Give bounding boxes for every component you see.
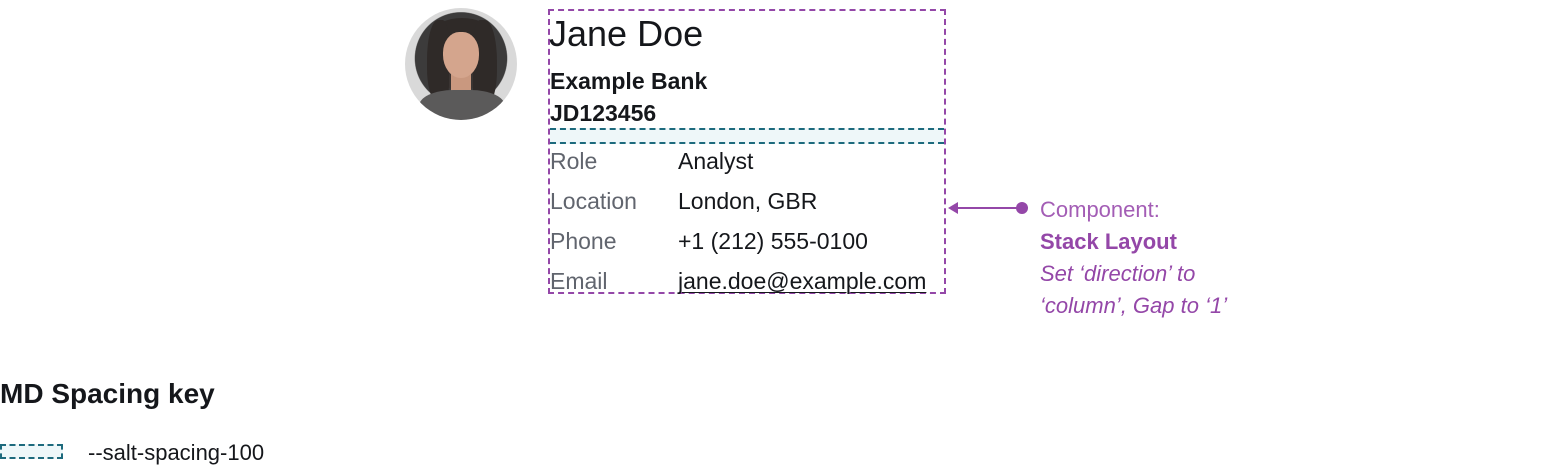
field-label: Phone	[550, 228, 617, 254]
annotation-component: Stack Layout	[1040, 229, 1177, 254]
annotation-dot-icon	[1016, 202, 1028, 214]
annotation-note-line1: Set ‘direction’ to	[1040, 261, 1196, 286]
avatar-body	[419, 90, 505, 120]
arrow-left-icon	[948, 202, 958, 214]
avatar-face	[443, 32, 479, 78]
annotation-prefix: Component:	[1040, 197, 1160, 222]
profile-id: JD123456	[550, 100, 657, 126]
field-value: Analyst	[678, 148, 754, 174]
profile-name: Jane Doe	[549, 13, 704, 54]
annotation-arrow-line	[950, 207, 1022, 209]
field-label: Email	[550, 268, 608, 294]
profile-organization: Example Bank	[550, 68, 708, 94]
annotation-note-line2: ‘column’, Gap to ‘1’	[1040, 293, 1228, 318]
field-label: Role	[550, 148, 598, 174]
spacing-key-label: --salt-spacing-100	[88, 440, 265, 465]
email-link[interactable]: jane.doe@example.com	[678, 268, 927, 294]
avatar-neck	[451, 74, 471, 94]
avatar	[405, 8, 517, 120]
field-value: London, GBR	[678, 188, 818, 214]
avatar-hair-left	[427, 20, 449, 100]
field-value: +1 (212) 555-0100	[678, 228, 868, 254]
spacing-key-swatch	[0, 444, 63, 459]
spacing-100-gap	[550, 128, 944, 144]
spacing-key-title: MD Spacing key	[0, 378, 215, 409]
field-label: Location	[550, 188, 637, 214]
stack-layout-outline	[548, 9, 946, 294]
